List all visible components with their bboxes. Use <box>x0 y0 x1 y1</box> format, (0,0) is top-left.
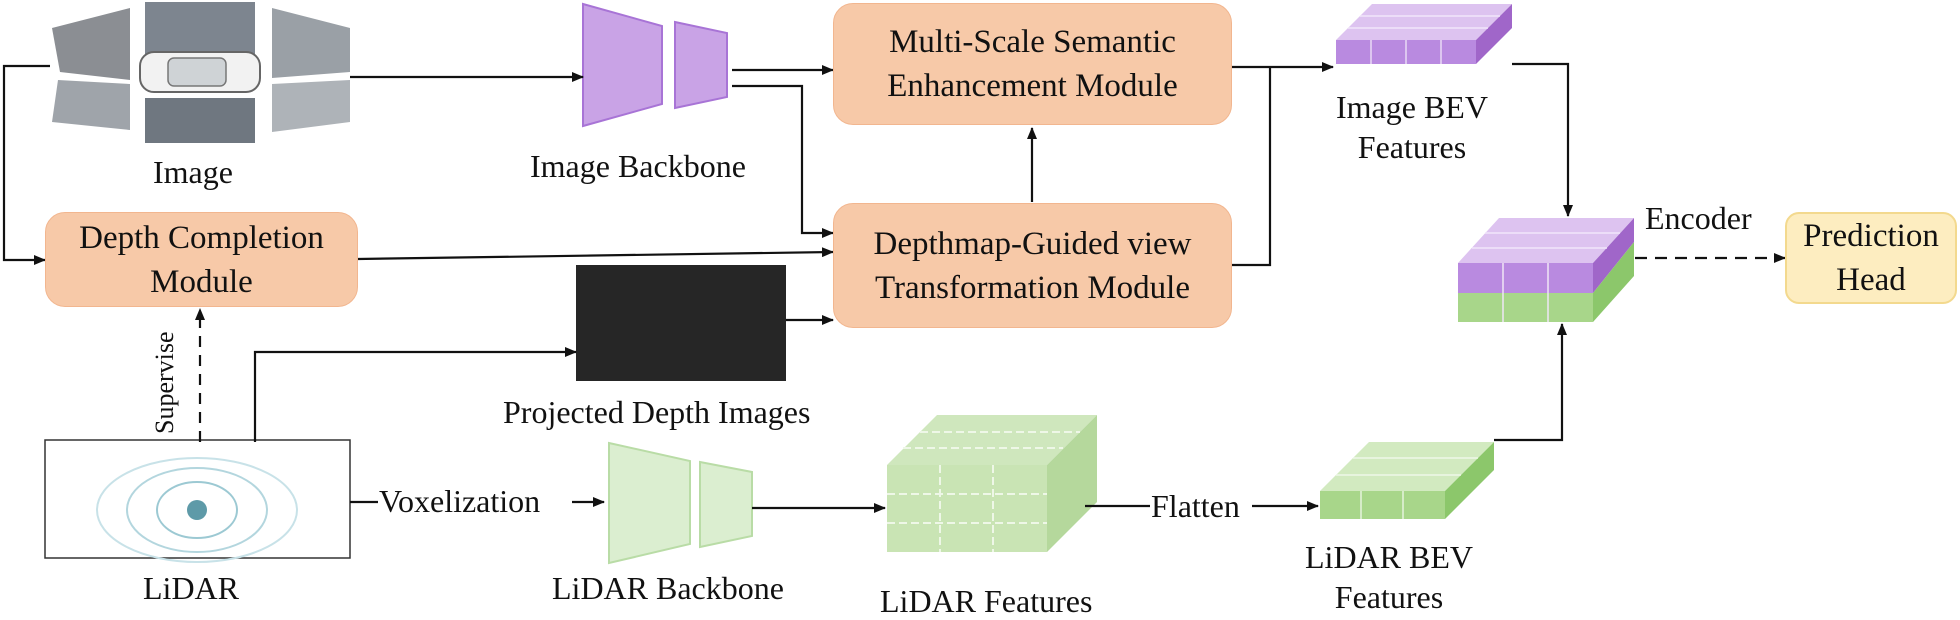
projected-depth-image <box>576 265 786 381</box>
fused-bev-block <box>1458 218 1634 322</box>
lidar-label: LiDAR <box>143 570 239 606</box>
camera-image-mosaic <box>52 2 350 143</box>
depth-completion-module-text: Depth Completion Module <box>79 219 324 300</box>
depth-completion-module: Depth Completion Module <box>45 212 358 307</box>
lidar-point-cloud <box>44 439 351 563</box>
image-backbone-shape <box>582 2 728 128</box>
multi-scale-semantic-module: Multi-Scale Semantic Enhancement Module <box>833 3 1232 125</box>
encoder-label: Encoder <box>1645 200 1752 236</box>
prediction-head-text: Prediction Head <box>1803 218 1939 298</box>
supervise-label: Supervise <box>150 331 179 434</box>
depthmap-guided-module: Depthmap-Guided view Transformation Modu… <box>833 203 1232 328</box>
projected-depth-label: Projected Depth Images <box>503 394 811 430</box>
lidar-bev-slab <box>1320 442 1494 519</box>
flatten-label: Flatten <box>1151 487 1240 525</box>
image-backbone-label: Image Backbone <box>530 148 746 184</box>
connector-lines <box>2 62 1786 513</box>
lidar-bev-label: LiDAR BEV Features <box>1305 539 1473 615</box>
lidar-backbone-shape <box>608 441 753 565</box>
image-bev-slab <box>1336 4 1512 64</box>
voxelization-label: Voxelization <box>379 482 541 520</box>
image-bev-label: Image BEV Features <box>1336 89 1488 165</box>
multi-scale-semantic-module-text: Multi-Scale Semantic Enhancement Module <box>887 24 1178 104</box>
prediction-head-box: Prediction Head <box>1785 212 1957 304</box>
lidar-backbone-label: LiDAR Backbone <box>552 570 784 606</box>
image-label: Image <box>153 154 233 190</box>
lidar-features-label: LiDAR Features <box>880 583 1093 619</box>
depthmap-guided-module-text: Depthmap-Guided view Transformation Modu… <box>873 225 1192 306</box>
lidar-features-block <box>887 415 1097 552</box>
